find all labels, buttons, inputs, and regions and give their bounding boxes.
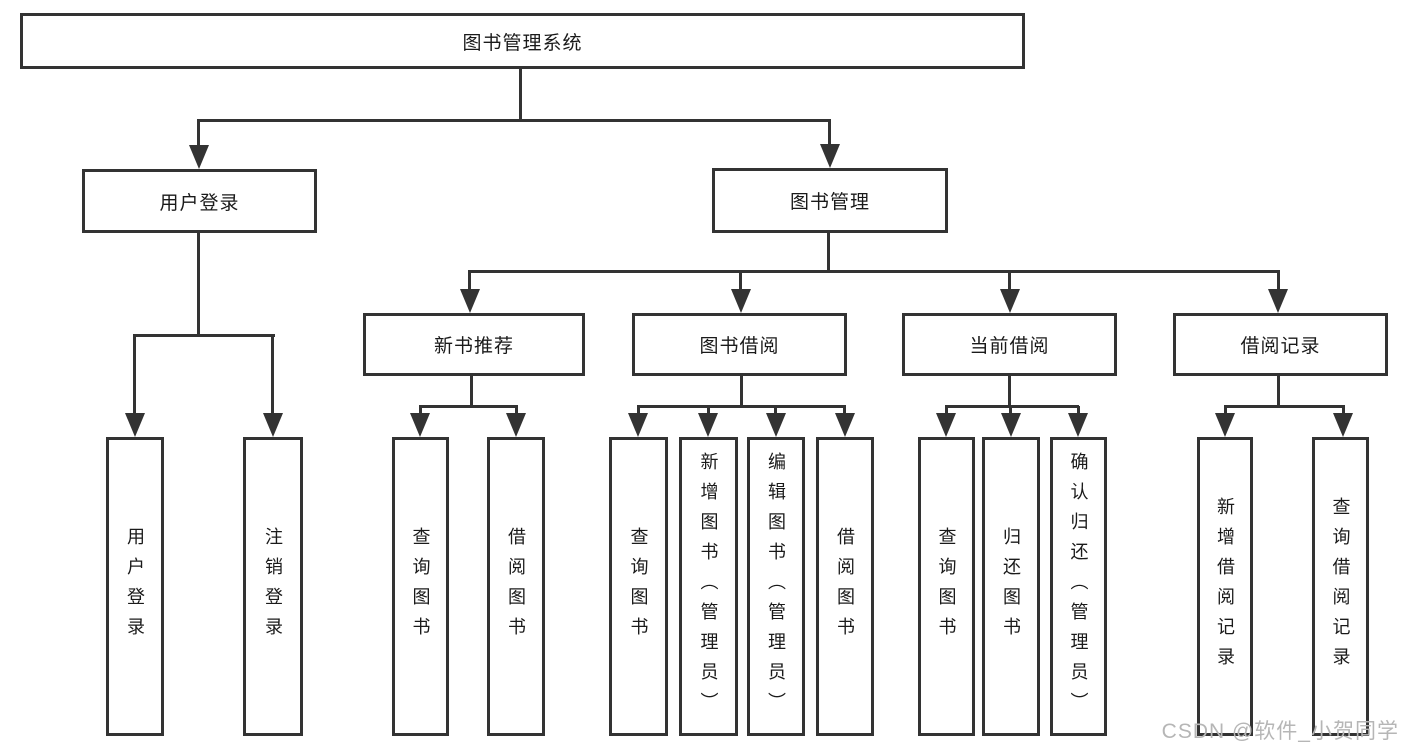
node-user-login: 用户登录 [82,169,317,233]
leaf-add-borrow-record: 新增借阅记录 [1197,437,1253,736]
arrow-down-icon [698,413,718,437]
connector-vline [828,120,831,148]
connector-vline [1008,271,1011,291]
leaf-user-login: 用户登录 [106,437,164,736]
arrow-down-icon [1333,413,1353,437]
connector-vline [515,406,518,416]
connector-vline [827,232,830,273]
connector-vline [1277,375,1280,408]
connector-vline [739,271,742,291]
connector-hline [468,270,1280,273]
connector-vline [271,335,274,415]
connector-vline [637,406,640,416]
connector-vline [519,68,522,121]
arrow-down-icon [820,144,840,168]
connector-vline [468,271,471,291]
arrow-down-icon [410,413,430,437]
arrow-down-icon [1001,413,1021,437]
arrow-down-icon [731,289,751,313]
leaf-query-borrow-record: 查询借阅记录 [1312,437,1369,736]
node-current-borrowing: 当前借阅 [902,313,1117,376]
connector-hline [197,119,831,122]
leaf-edit-books-admin: 编辑图书（管理员） [747,437,805,736]
connector-vline [1224,406,1227,416]
connector-vline [470,375,473,408]
arrow-down-icon [506,413,526,437]
connector-vline [1077,406,1080,416]
arrow-down-icon [628,413,648,437]
arrow-down-icon [1068,413,1088,437]
connector-hline [637,405,846,408]
leaf-return-books: 归还图书 [982,437,1040,736]
connector-hline [419,405,518,408]
connector-vline [945,406,948,416]
connector-vline [419,406,422,416]
connector-hline [945,405,1079,408]
arrow-down-icon [125,413,145,437]
csdn-watermark: CSDN @软件_小贺同学 [1161,720,1399,743]
arrow-down-icon [936,413,956,437]
arrow-down-icon [766,413,786,437]
connector-vline [197,120,200,148]
arrow-down-icon [263,413,283,437]
arrow-down-icon [189,145,209,169]
arrow-down-icon [1268,289,1288,313]
connector-vline [774,406,777,416]
leaf-borrow-books-recommend: 借阅图书 [487,437,545,736]
connector-vline [1277,271,1280,291]
leaf-confirm-return-admin: 确认归还（管理员） [1050,437,1107,736]
leaf-logout: 注销登录 [243,437,303,736]
leaf-query-books-current: 查询图书 [918,437,975,736]
arrow-down-icon [835,413,855,437]
leaf-query-books-borrowing: 查询图书 [609,437,668,736]
connector-vline [707,406,710,416]
arrow-down-icon [460,289,480,313]
node-borrow-records: 借阅记录 [1173,313,1388,376]
node-new-book-recommend: 新书推荐 [363,313,585,376]
leaf-add-books-admin: 新增图书（管理员） [679,437,738,736]
connector-vline [740,375,743,408]
node-root-library-system: 图书管理系统 [20,13,1025,69]
arrow-down-icon [1000,289,1020,313]
connector-vline [1008,375,1011,408]
connector-hline [1224,405,1345,408]
connector-vline [197,233,200,336]
connector-vline [133,335,136,415]
node-book-management: 图书管理 [712,168,948,233]
node-book-borrowing: 图书借阅 [632,313,847,376]
leaf-borrow-books: 借阅图书 [816,437,874,736]
arrow-down-icon [1215,413,1235,437]
connector-vline [1342,406,1345,416]
connector-vline [1009,406,1012,416]
connector-vline [843,406,846,416]
connector-hline [133,334,275,337]
leaf-query-books-recommend: 查询图书 [392,437,449,736]
